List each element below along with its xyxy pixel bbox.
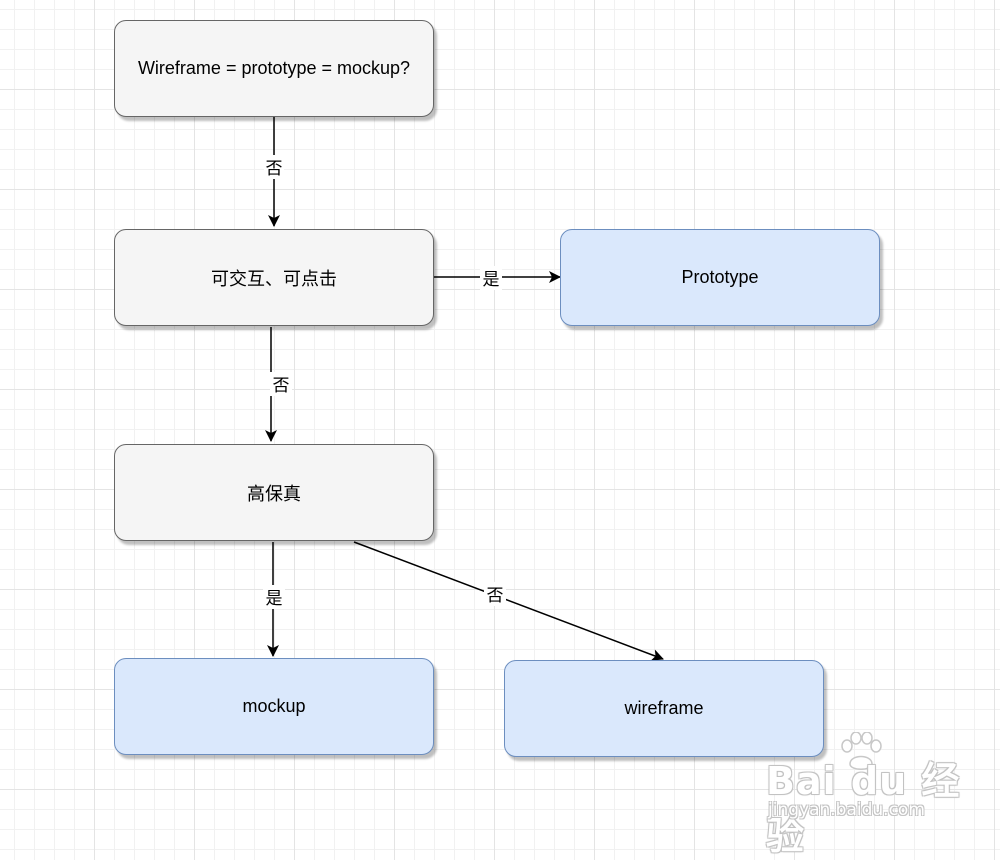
edge-label-interactive-to-prototype: 是 (483, 270, 500, 290)
node-high-fidelity[interactable]: 高保真 (114, 444, 434, 541)
node-start-question[interactable]: Wireframe = prototype = mockup? (114, 20, 434, 117)
edge-label-start-to-interactive: 否 (266, 159, 283, 179)
node-mockup[interactable]: mockup (114, 658, 434, 755)
edge-label-interactive-to-high-fidelity: 否 (273, 376, 290, 396)
edge-high-fidelity-to-wireframe (353, 541, 664, 661)
node-interactive[interactable]: 可交互、可点击 (114, 229, 434, 326)
node-prototype[interactable]: Prototype (560, 229, 880, 326)
edges-layer: 否 是 否 是 否 (263, 117, 664, 661)
node-start-question-label: Wireframe = prototype = mockup? (137, 58, 411, 78)
node-prototype-label: Prototype (681, 267, 759, 287)
node-mockup-label: mockup (242, 696, 306, 716)
baidu-jingyan-logo-text: Bai du 经验 (766, 759, 961, 858)
node-interactive-label: 可交互、可点击 (211, 268, 337, 289)
node-high-fidelity-label: 高保真 (247, 483, 301, 504)
node-wireframe-label: wireframe (624, 698, 704, 718)
edge-label-high-fidelity-to-mockup: 是 (266, 589, 283, 609)
edge-label-high-fidelity-to-wireframe: 否 (487, 586, 504, 606)
node-wireframe[interactable]: wireframe (504, 660, 824, 757)
baidu-jingyan-watermark: Bai du 经验 jingyan.baidu.com (766, 732, 966, 858)
baidu-paw-icon (841, 732, 882, 770)
baidu-jingyan-url: jingyan.baidu.com (768, 800, 925, 820)
